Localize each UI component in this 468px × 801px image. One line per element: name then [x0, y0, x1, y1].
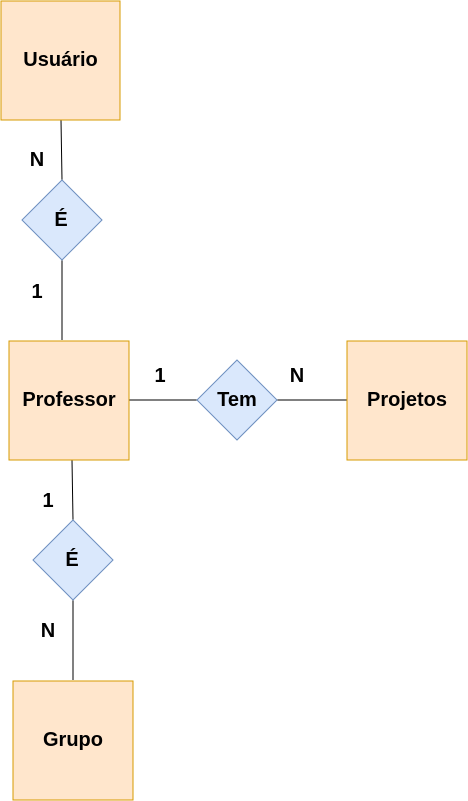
relationship-tem[interactable]: Tem [196, 359, 278, 441]
entity-projetos-label: Projetos [367, 389, 447, 411]
entity-usuario[interactable]: Usuário [0, 0, 121, 121]
cardinality-professor-tem: 1 [154, 365, 165, 387]
entity-professor-label: Professor [22, 389, 116, 411]
cardinality-professor-top: 1 [31, 281, 42, 303]
entity-professor[interactable]: Professor [8, 340, 130, 461]
entity-grupo-label: Grupo [43, 729, 103, 751]
entity-grupo[interactable]: Grupo [12, 680, 134, 801]
relationship-e-bottom[interactable]: É [32, 519, 114, 601]
relationship-e-top[interactable]: É [21, 179, 103, 261]
relationship-e-top-label: É [54, 208, 67, 231]
entity-usuario-label: Usuário [23, 49, 97, 71]
entity-projetos[interactable]: Projetos [346, 340, 468, 461]
cardinality-professor-bottom: 1 [42, 490, 53, 512]
cardinality-grupo: N [41, 620, 55, 642]
relationship-e-bottom-label: É [65, 548, 78, 571]
connector-usuario-e [60, 119, 63, 181]
cardinality-projetos: N [290, 365, 304, 387]
cardinality-usuario: N [30, 149, 44, 171]
relationship-tem-label: Tem [217, 389, 257, 411]
connector-professor-e [71, 459, 74, 521]
